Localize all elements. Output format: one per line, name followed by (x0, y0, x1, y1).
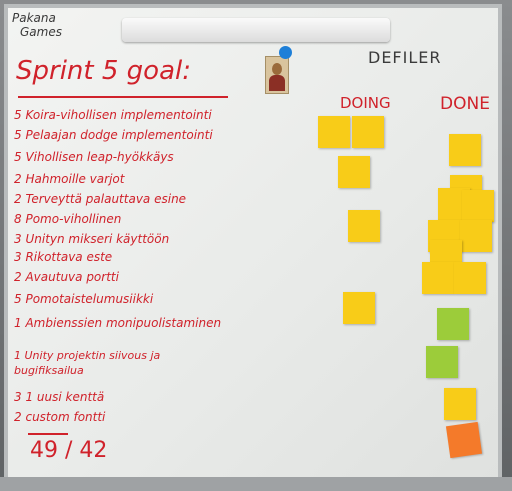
goal-item: 5 Pelaajan dodge implementointi (14, 128, 213, 142)
goal-item: 5 Koira-vihollisen implementointi (14, 108, 212, 122)
sticky-note (338, 156, 370, 188)
sticky-note (318, 116, 350, 148)
goal-item: 2 Hahmoille varjot (14, 172, 125, 186)
column-defiler: DEFILER (368, 48, 442, 67)
marker-tray (0, 477, 512, 491)
sticky-note (437, 308, 469, 340)
sticky-note (460, 220, 492, 252)
sticky-note (422, 262, 454, 294)
jesus-picture (265, 56, 289, 94)
title-underline (18, 96, 228, 98)
goal-item: 3 Unityn mikseri käyttöön (14, 232, 170, 246)
sticky-note (454, 262, 486, 294)
sticky-note (449, 134, 481, 166)
sticky-note (445, 421, 483, 459)
goal-item: 2 custom fontti (14, 410, 106, 424)
points-total: 49 / 42 (30, 438, 108, 463)
sum-line (28, 433, 68, 435)
column-doing: DOING (340, 94, 391, 112)
goal-item: 1 Ambienssien monipuolistaminen (14, 316, 222, 330)
team-name-line-1: Pakana (12, 11, 56, 25)
blue-magnet (279, 46, 292, 59)
sticky-note (352, 116, 384, 148)
goal-item: 2 Terveyttä palauttava esine (14, 192, 187, 206)
team-name-line-2: Games (20, 25, 62, 39)
sticky-note (343, 292, 375, 324)
sticky-note (426, 346, 458, 378)
magnetic-strip (122, 18, 390, 42)
sticky-note (462, 190, 494, 222)
goal-item: 5 Vihollisen leap-hyökkäys (14, 150, 174, 164)
goal-item: 8 Pomo-vihollinen (14, 212, 122, 226)
goal-item: 3 Rikottava este (14, 250, 113, 264)
goal-item: 1 Unity projektin siivous ja bugifiksail… (14, 349, 161, 377)
whiteboard (4, 4, 502, 484)
goal-item: 2 Avautuva portti (14, 270, 119, 284)
goal-item: 3 1 uusi kenttä (14, 390, 105, 404)
sprint-goal-title: Sprint 5 goal: (16, 56, 191, 86)
column-done: DONE (440, 94, 490, 114)
goal-item: 5 Pomotaistelumusiikki (14, 292, 154, 306)
sticky-note (348, 210, 380, 242)
sticky-note (444, 388, 476, 420)
